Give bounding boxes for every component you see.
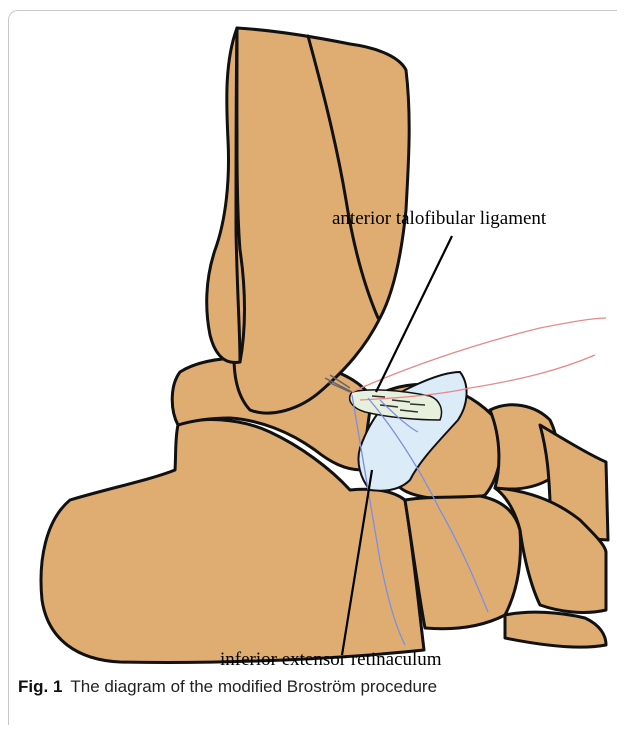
ligament-label: anterior talofibular ligament bbox=[332, 208, 547, 229]
cuboid-bone bbox=[405, 496, 520, 629]
metatarsal-lower bbox=[505, 612, 606, 647]
suture-red-1 bbox=[352, 318, 606, 392]
caption-number: Fig. 1 bbox=[18, 677, 62, 696]
figure-caption: Fig. 1 The diagram of the modified Brostr… bbox=[18, 677, 618, 697]
caption-text: The diagram of the modified Broström pro… bbox=[70, 677, 437, 696]
retinaculum-label: inferior extensor retinaculum bbox=[220, 649, 442, 670]
